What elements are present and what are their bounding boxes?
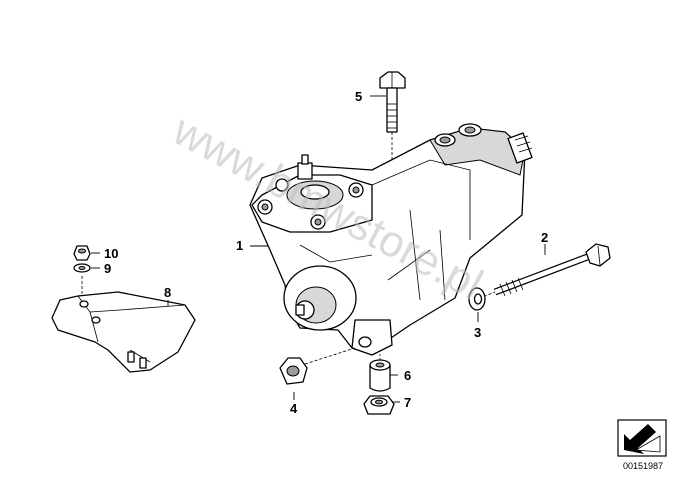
callout-1: 1 <box>236 238 243 253</box>
bracket-8[interactable] <box>51 276 196 373</box>
nut-10[interactable] <box>73 245 91 261</box>
washer-9[interactable] <box>73 263 91 273</box>
nut-4[interactable] <box>279 347 356 385</box>
leader-lines <box>91 95 546 403</box>
bushing-6[interactable] <box>369 354 391 392</box>
steering-gear-housing-1[interactable] <box>249 123 533 356</box>
document-id: 00151987 <box>623 461 663 471</box>
callout-labels: 1 2 3 4 5 6 7 8 9 10 <box>104 89 548 416</box>
callout-10: 10 <box>104 246 118 261</box>
callout-2: 2 <box>541 230 548 245</box>
callout-5: 5 <box>355 89 362 104</box>
callout-4: 4 <box>290 401 298 416</box>
bolt-2[interactable] <box>469 243 611 303</box>
washer-3[interactable] <box>468 287 486 311</box>
callout-7: 7 <box>404 395 411 410</box>
nut-7[interactable] <box>363 395 395 415</box>
bolt-5[interactable] <box>379 71 406 168</box>
arrow-box-icon <box>617 419 667 457</box>
callout-6: 6 <box>404 368 411 383</box>
callout-3: 3 <box>474 325 481 340</box>
callout-8: 8 <box>164 285 171 300</box>
callout-9: 9 <box>104 261 111 276</box>
